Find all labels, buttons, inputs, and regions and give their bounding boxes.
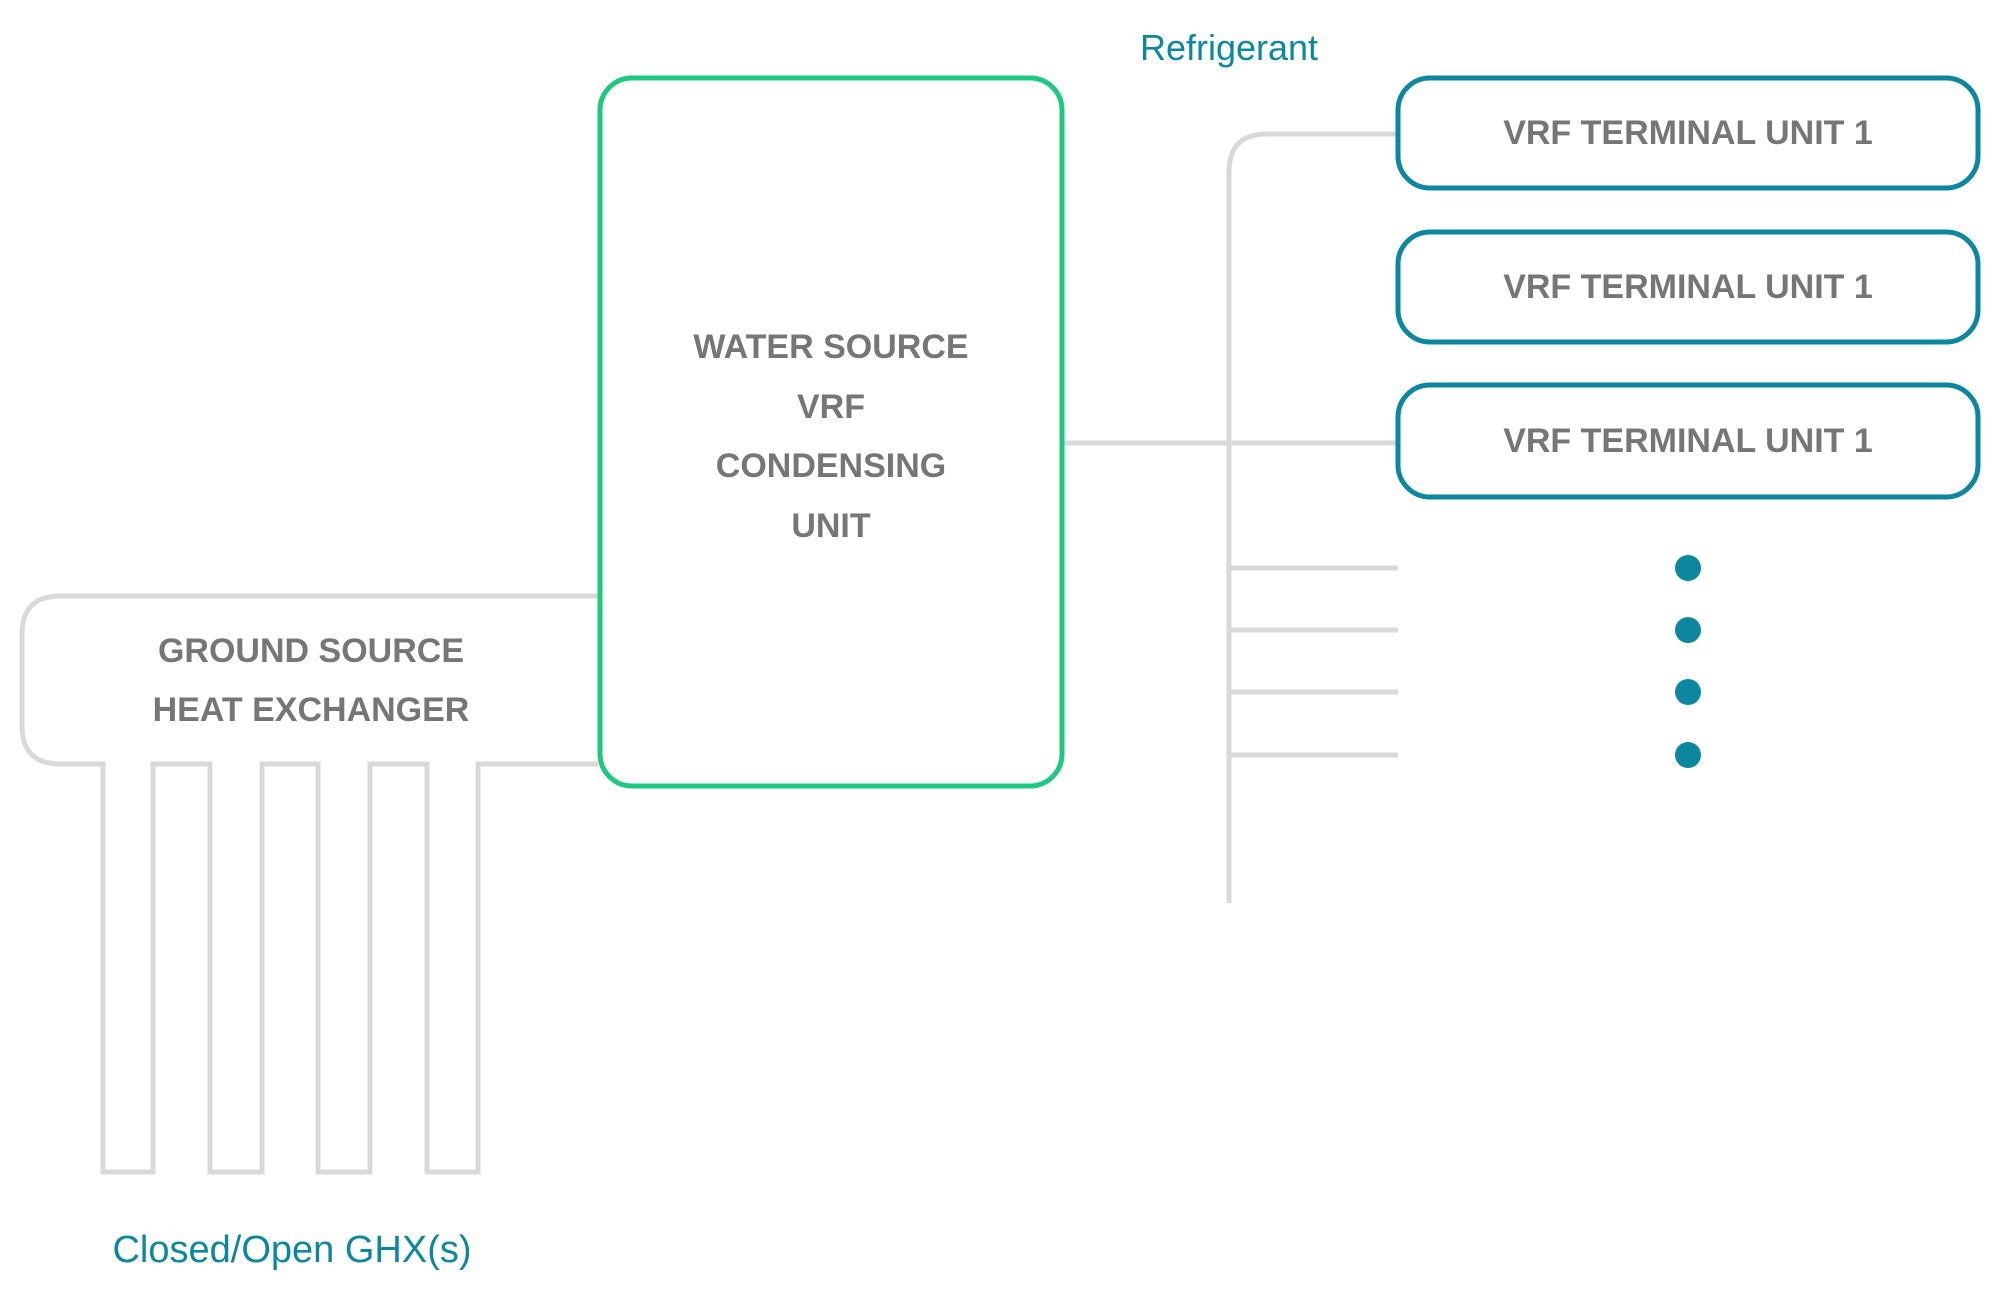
terminal-unit-1: VRF TERMINAL UNIT 1 bbox=[1395, 75, 1981, 191]
refrigerant-header bbox=[1226, 131, 1398, 903]
terminal-unit-box bbox=[1395, 75, 1981, 191]
terminal-unit-2: VRF TERMINAL UNIT 1 bbox=[1395, 229, 1981, 345]
ellipsis-dot bbox=[1675, 679, 1701, 705]
terminal-unit-3: VRF TERMINAL UNIT 1 bbox=[1395, 382, 1981, 500]
ground-source-line-1: GROUND SOURCE bbox=[158, 632, 464, 670]
terminal-unit-label: VRF TERMINAL UNIT 1 bbox=[1503, 268, 1873, 306]
ghx-label: Closed/Open GHX(s) bbox=[112, 1229, 471, 1271]
ground-source-heat-exchanger: GROUND SOURCE HEAT EXCHANGER bbox=[153, 632, 470, 729]
terminal-unit-label: VRF TERMINAL UNIT 1 bbox=[1503, 422, 1873, 460]
condensing-unit: WATER SOURCE VRF CONDENSING UNIT bbox=[597, 75, 1065, 789]
more-units-ellipsis bbox=[1675, 555, 1701, 768]
ellipsis-dot bbox=[1675, 617, 1701, 643]
ground-source-outline bbox=[19, 593, 598, 1175]
condensing-unit-line-1: WATER SOURCE bbox=[693, 328, 968, 366]
piping bbox=[19, 131, 1398, 1175]
ellipsis-dot bbox=[1675, 742, 1701, 768]
terminal-unit-label: VRF TERMINAL UNIT 1 bbox=[1503, 114, 1873, 152]
condensing-unit-line-2: VRF bbox=[797, 388, 865, 426]
terminal-unit-box bbox=[1395, 382, 1981, 500]
condensing-unit-box bbox=[597, 75, 1065, 789]
condensing-unit-line-4: UNIT bbox=[791, 507, 871, 545]
ground-source-line-2: HEAT EXCHANGER bbox=[153, 691, 470, 729]
refrigerant-label: Refrigerant bbox=[1140, 27, 1318, 68]
ellipsis-dot bbox=[1675, 555, 1701, 581]
condensing-unit-line-3: CONDENSING bbox=[716, 447, 946, 485]
terminal-unit-box bbox=[1395, 229, 1981, 345]
